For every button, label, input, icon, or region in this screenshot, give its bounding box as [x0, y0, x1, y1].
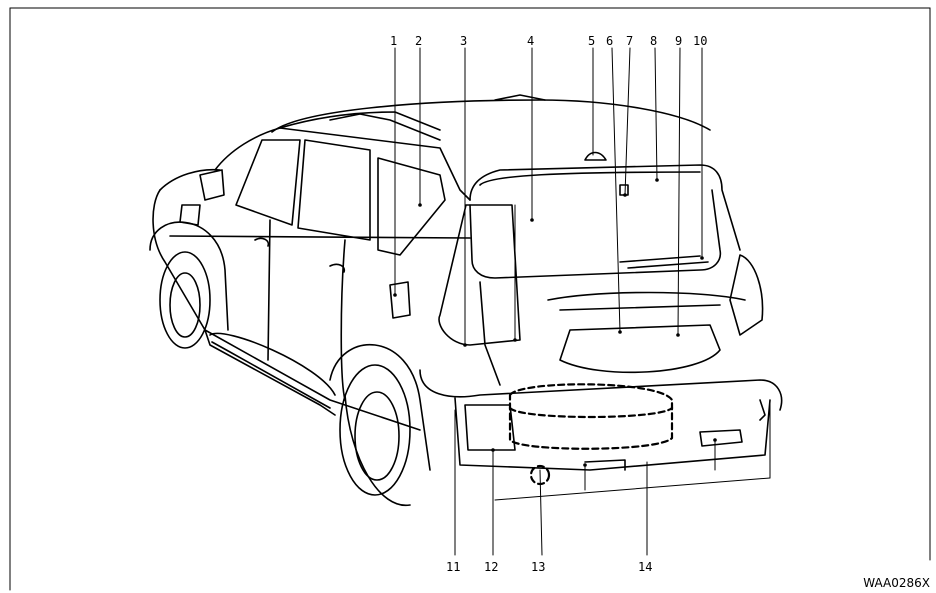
callout-13: 13 — [531, 560, 546, 574]
callout-4: 4 — [527, 34, 535, 48]
callout-2: 2 — [415, 34, 423, 48]
callout-6: 6 — [606, 34, 614, 48]
callout-10: 10 — [693, 34, 708, 48]
body-side — [152, 127, 471, 431]
frame-border — [9, 7, 931, 591]
callout-3: 3 — [460, 34, 468, 48]
callout-12: 12 — [484, 560, 499, 574]
side-windows — [179, 139, 446, 401]
callout-14: 14 — [638, 560, 653, 574]
callout-5: 5 — [588, 34, 596, 48]
callout-9: 9 — [675, 34, 683, 48]
callout-8: 8 — [650, 34, 658, 48]
rear-bumper — [419, 369, 783, 471]
callout-7: 7 — [626, 34, 634, 48]
wheels — [149, 221, 431, 506]
sensor-area-outline — [508, 383, 674, 486]
callout-11: 11 — [446, 560, 461, 574]
liftgate — [469, 164, 746, 386]
figure-code: WAA0286X — [863, 576, 930, 590]
tail-lights — [438, 204, 764, 346]
callout-1: 1 — [390, 34, 398, 48]
leader-lines — [394, 47, 771, 556]
callout-dots — [393, 178, 717, 467]
roof — [271, 94, 711, 161]
